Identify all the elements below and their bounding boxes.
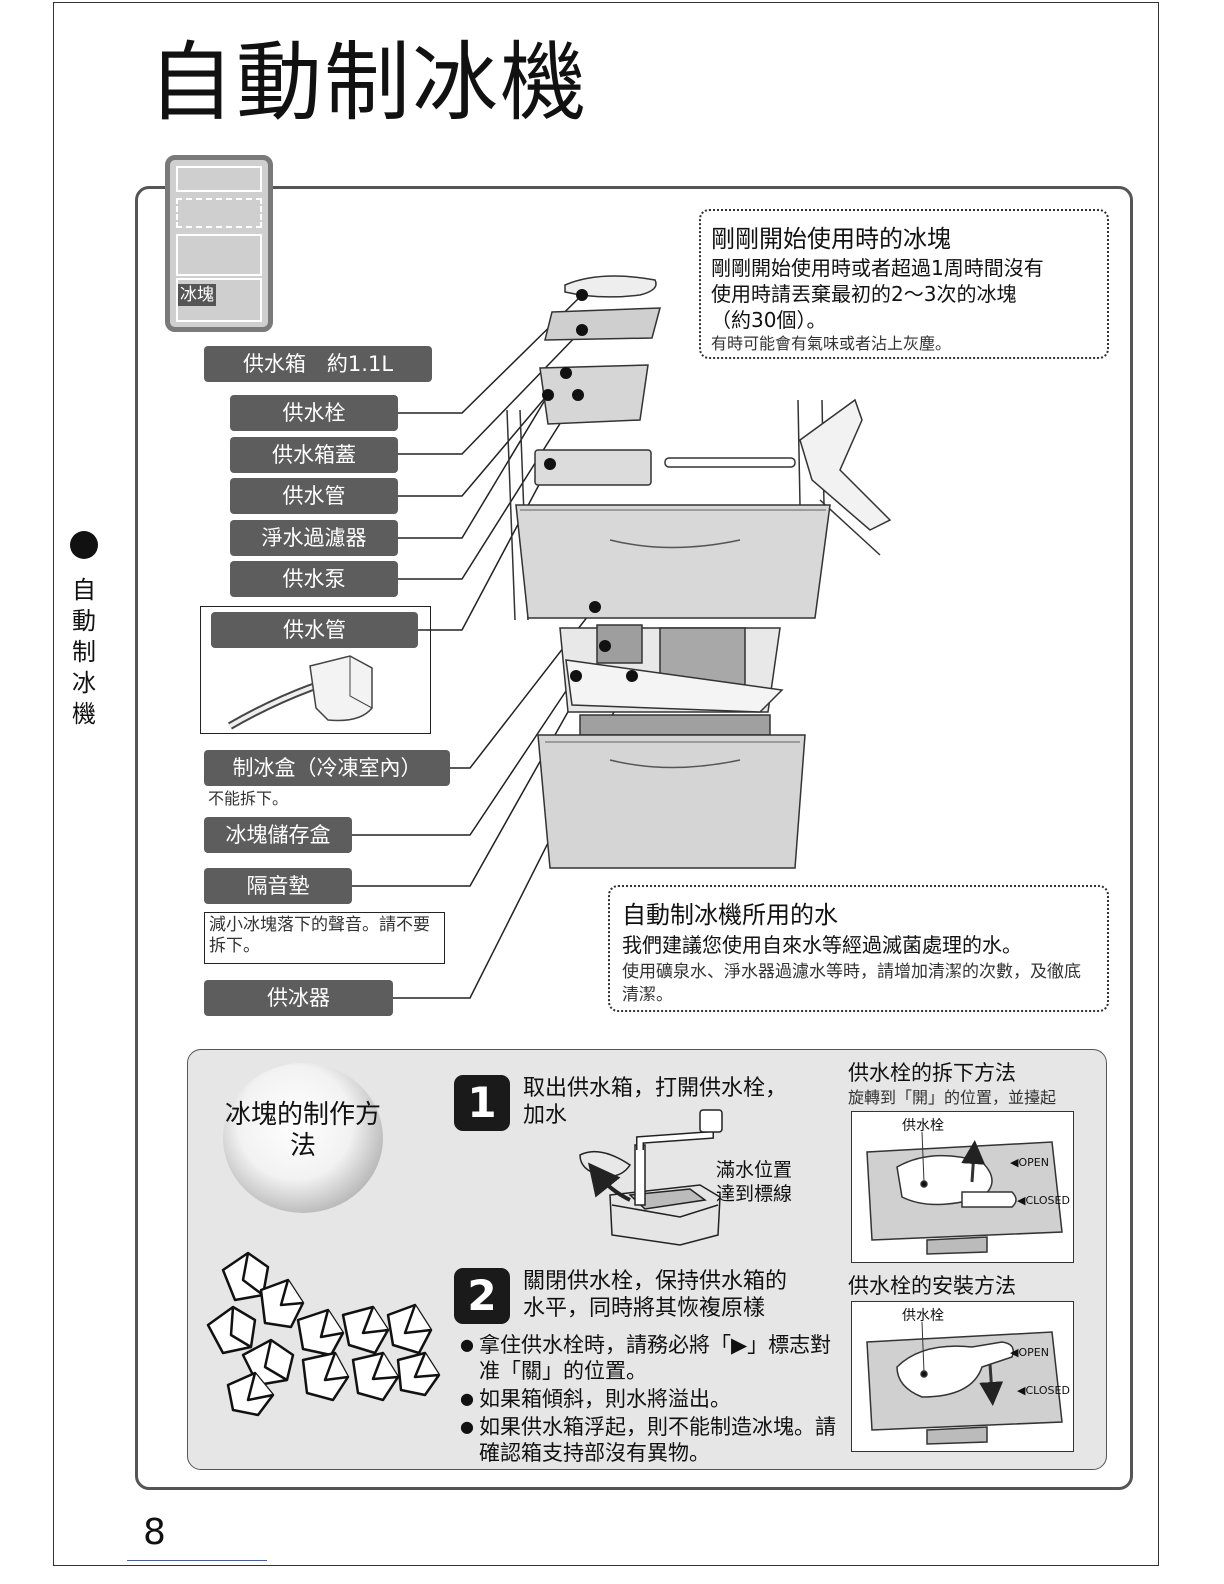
bullet-dot-icon: ●	[460, 1389, 474, 1408]
label-water-pipe: 供水管	[230, 478, 398, 514]
step-1-text: 取出供水箱，打開供水栓，加水	[523, 1076, 788, 1128]
remove-plug-label: 供水栓	[902, 1118, 944, 1134]
label-water-pipe-2: 供水管	[211, 612, 418, 648]
step-1-illustration	[579, 1109, 723, 1246]
water-pipe-illustration	[228, 655, 373, 730]
page-frame	[53, 2, 1159, 1566]
notice-water: 自動制冰機所用的水 我們建議您使用自來水等經過滅菌處理的水。 使用礦泉水、淨水器…	[608, 885, 1109, 1012]
label-filter: 淨水過濾器	[230, 520, 398, 556]
notice-first-ice-line3: （約30個）。	[711, 308, 827, 332]
notice-first-ice-line2: 使用時請丟棄最初的2～3次的冰塊	[711, 282, 1017, 306]
water-pipe-inset	[200, 606, 431, 734]
step-1-image-label: 滿水位置達到標線	[716, 1159, 793, 1205]
remove-method-heading: 供水栓的拆下方法	[848, 1061, 1016, 1085]
label-ice-tray: 制冰盒（冷凍室內）	[204, 750, 450, 786]
fridge-section-ice	[176, 278, 262, 322]
bullet-item: ● 如果箱傾斜，則水將溢出。	[460, 1387, 731, 1411]
notice-first-ice-heading: 剛剛開始使用時的冰塊	[711, 225, 951, 253]
footer-link-underline	[127, 1560, 267, 1561]
bullet-dot-icon: ●	[460, 1335, 474, 1354]
install-closed-label: ◀CLOSED	[1017, 1384, 1070, 1397]
notice-water-line1: 我們建議您使用自來水等經過滅菌處理的水。	[622, 933, 1022, 957]
step-1-number: 1	[454, 1075, 510, 1131]
install-open-label: ◀OPEN	[1010, 1346, 1049, 1359]
page-number: 8	[143, 1512, 166, 1553]
remove-plug-diagram	[866, 1131, 1063, 1255]
label-sound-pad: 隔音墊	[204, 868, 352, 904]
remove-method-note: 旋轉到「開」的位置，並擡起	[848, 1088, 1057, 1107]
main-panel	[135, 186, 1133, 1490]
fridge-locator-icon: 冰塊	[165, 155, 273, 332]
leader-filter	[398, 394, 549, 539]
step-2-bullet-list: ● 拿住供水栓時，請務必將「▶」標志對准「關」的位置。 ● 如果箱傾斜，則水將溢…	[460, 1332, 840, 1466]
install-plug-label: 供水栓	[902, 1308, 944, 1324]
remove-closed-label: ◀CLOSED	[1017, 1194, 1070, 1207]
remove-open-label: ◀OPEN	[1010, 1156, 1049, 1169]
notice-water-note: 使用礦泉水、淨水器過濾水等時，請增加清潔的次數，及徹底清潔。	[622, 962, 1081, 1005]
method-title: 冰塊的制作方法	[224, 1100, 381, 1161]
method-title-badge	[223, 1063, 383, 1213]
leader-ice-tray	[450, 606, 596, 769]
fridge-section-dashed	[176, 198, 262, 228]
ice-tray-note: 不能拆下。	[208, 789, 289, 808]
fridge-ice-label: 冰塊	[178, 284, 216, 306]
bullet-dot-icon: ●	[460, 1417, 474, 1436]
section-bullet-icon	[70, 531, 98, 559]
notice-first-ice-note: 有時可能會有氣味或者沾上灰塵。	[711, 334, 952, 353]
step-2-text: 關閉供水栓，保持供水箱的水平，同時將其恢複原樣	[523, 1269, 788, 1321]
install-plug-diagram	[866, 1321, 1063, 1445]
label-tank-lid: 供水箱蓋	[230, 437, 398, 473]
label-water-plug: 供水栓	[230, 395, 398, 431]
label-ice-dispenser: 供冰器	[204, 980, 393, 1016]
label-pump: 供水泵	[230, 561, 398, 597]
leader-water-plug	[398, 294, 583, 414]
sound-pad-note: 減小冰塊落下的聲音。請不要拆下。	[204, 912, 445, 964]
leader-ice-storage	[352, 675, 577, 836]
notice-first-ice-line1: 剛剛開始使用時或者超過1周時間沒有	[711, 256, 1044, 280]
install-method-heading: 供水栓的安裝方法	[848, 1274, 1016, 1298]
side-section-label: 自動制冰機	[72, 576, 96, 728]
leader-sound-pad	[352, 645, 606, 887]
bullet-item: ● 如果供水箱浮起，則不能制造冰塊。請確認箱支持部沒有異物。	[460, 1415, 836, 1465]
notice-water-heading: 自動制冰機所用的水	[622, 901, 838, 929]
fridge-section-top	[176, 166, 262, 192]
step-2-number: 2	[454, 1268, 510, 1324]
label-ice-storage: 冰塊儲存盒	[204, 817, 352, 853]
ice-cubes-illustration	[206, 1251, 441, 1417]
page-title: 自動制冰機	[148, 33, 588, 133]
leader-water-pipe	[398, 372, 567, 497]
bullet-item: ● 拿住供水栓時，請務必將「▶」標志對准「關」的位置。	[460, 1333, 832, 1383]
label-water-tank: 供水箱 約1.1L	[204, 346, 432, 382]
fridge-section-mid	[176, 234, 262, 276]
install-method-image: 供水栓 ◀OPEN ◀CLOSED	[851, 1301, 1074, 1452]
remove-method-image: 供水栓 ◀OPEN ◀CLOSED	[851, 1111, 1074, 1263]
notice-first-ice: 剛剛開始使用時的冰塊 剛剛開始使用時或者超過1周時間沒有 使用時請丟棄最初的2～…	[699, 209, 1109, 359]
